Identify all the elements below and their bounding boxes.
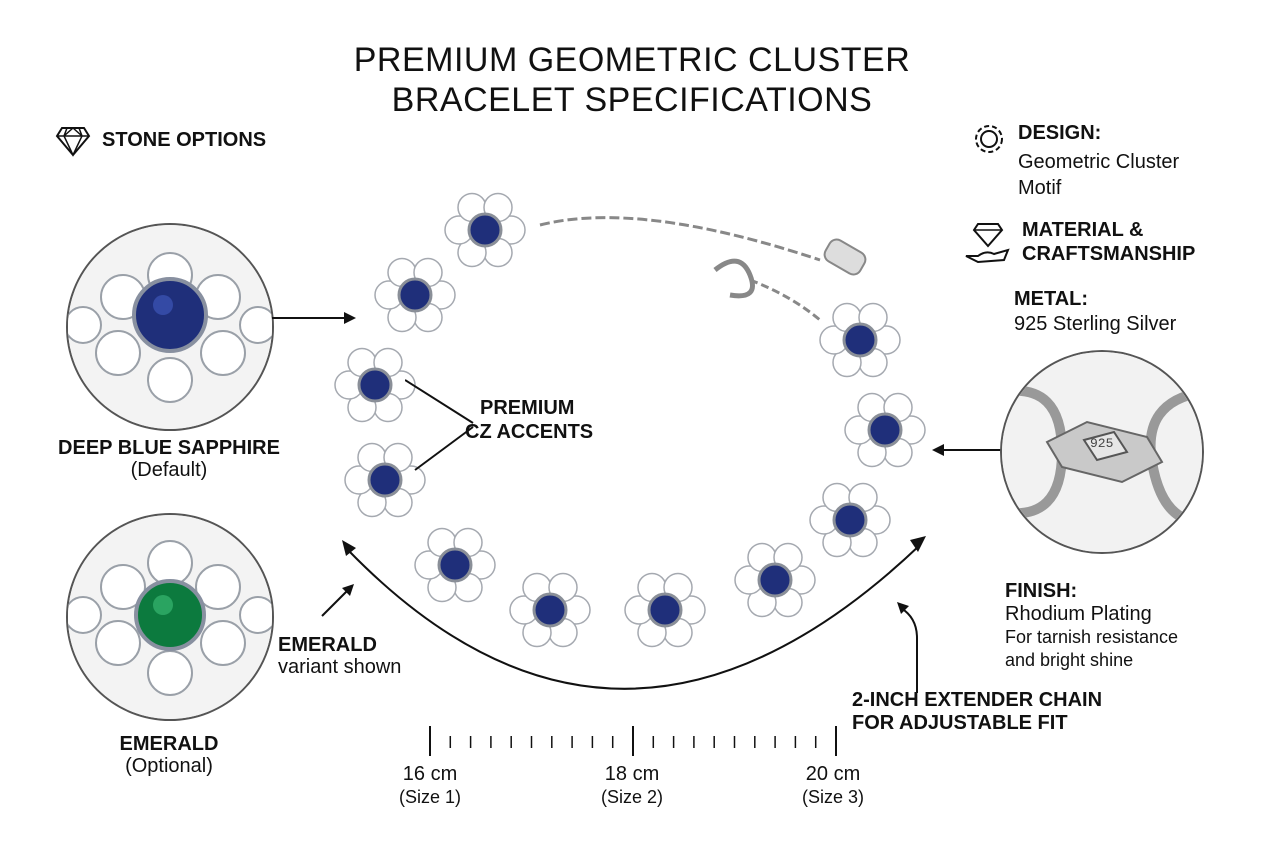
flower-cluster <box>414 527 496 603</box>
emerald-callout-line-2: variant shown <box>278 656 402 678</box>
sapphire-closeup <box>66 223 274 431</box>
flower-cluster <box>734 542 816 618</box>
finish-heading: FINISH: <box>1005 580 1078 602</box>
design-line-2: Motif <box>1018 177 1062 199</box>
size-3-length: 20 cm <box>805 763 861 785</box>
flower-cluster <box>624 572 706 648</box>
metal-heading: METAL: <box>1014 288 1089 310</box>
emerald-name: EMERALD <box>119 733 219 755</box>
extender-line-2: FOR ADJUSTABLE FIT <box>852 712 1068 734</box>
size-3-label: (Size 3) <box>801 787 864 807</box>
sapphire-note: (Default) <box>130 459 208 481</box>
flower-cluster <box>374 257 456 333</box>
size-1-label: (Size 1) <box>398 787 461 807</box>
page-title: PREMIUM GEOMETRIC CLUSTER BRACELET SPECI… <box>0 40 1264 120</box>
finish-note-2: and bright shine <box>1005 650 1134 670</box>
cz-line-2: CZ ACCENTS <box>465 421 594 443</box>
flower-cluster <box>344 442 426 518</box>
bracelet-illustration <box>320 180 960 710</box>
material-line-2: CRAFTSMANSHIP <box>1022 243 1196 265</box>
cz-pointer-lines <box>405 375 475 475</box>
extender-arrow-icon <box>893 598 923 693</box>
metal-value: 925 Sterling Silver <box>1014 313 1177 335</box>
size-1-length: 16 cm <box>402 763 458 785</box>
extender-line-1: 2-INCH EXTENDER CHAIN <box>852 689 1103 711</box>
arrow-right-icon <box>272 310 356 326</box>
material-line-1: MATERIAL & <box>1022 219 1144 241</box>
cz-line-1: PREMIUM <box>480 397 575 419</box>
gear-icon <box>972 122 1006 156</box>
size-ruler <box>425 724 840 760</box>
title-line-1: PREMIUM GEOMETRIC CLUSTER <box>353 41 911 79</box>
size-2-label: (Size 2) <box>600 787 663 807</box>
design-line-1: Geometric Cluster <box>1018 151 1180 173</box>
stone-options-heading: STONE OPTIONS <box>102 129 267 151</box>
flower-cluster <box>334 347 416 423</box>
emerald-callout-line-1: EMERALD <box>278 634 377 656</box>
flower-cluster <box>444 192 526 268</box>
finish-note-1: For tarnish resistance <box>1005 627 1179 647</box>
emerald-arrow-icon <box>318 580 358 620</box>
title-line-2: BRACELET SPECIFICATIONS <box>391 81 873 119</box>
flower-cluster <box>819 302 901 378</box>
flower-cluster <box>509 572 591 648</box>
arrow-left-icon <box>932 442 1002 458</box>
finish-value: Rhodium Plating <box>1005 603 1152 625</box>
emerald-note: (Optional) <box>125 755 213 777</box>
sapphire-name: DEEP BLUE SAPPHIRE <box>58 437 280 459</box>
hand-diamond-icon <box>964 220 1012 266</box>
diamond-icon <box>55 125 91 157</box>
flower-cluster <box>809 482 891 558</box>
emerald-closeup <box>66 513 274 721</box>
stamp-text: 925 <box>1090 436 1114 451</box>
design-heading: DESIGN: <box>1018 122 1102 144</box>
clasp-closeup: 925 <box>1000 350 1204 554</box>
flower-cluster <box>844 392 926 468</box>
size-2-length: 18 cm <box>604 763 660 785</box>
